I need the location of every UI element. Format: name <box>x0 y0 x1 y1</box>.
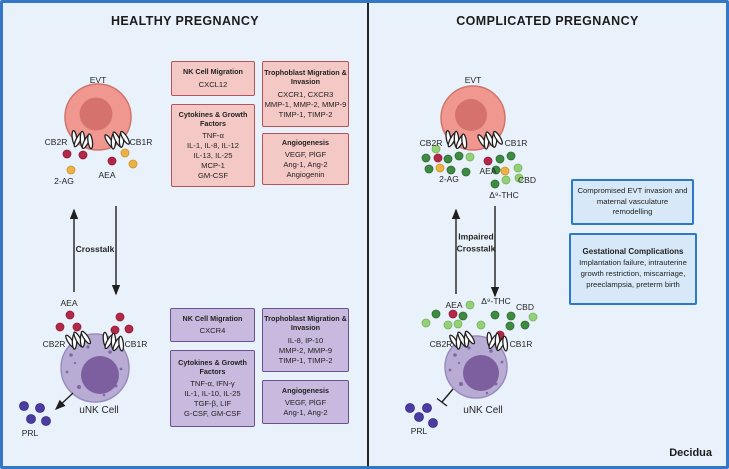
box-line: MCP-1 <box>201 161 225 171</box>
box-line: CXCR1, CXCR3 <box>277 89 334 99</box>
box-line: CXCL12 <box>198 79 228 89</box>
box-title: Cytokines & Growth Factors <box>178 109 248 128</box>
box-line: VEGF, PlGF <box>284 150 327 160</box>
box-line: IL-8, IP-10 <box>287 335 324 345</box>
box-line: IL-1, IL-8, IL-12 <box>187 141 239 151</box>
aea-dots-unk-healthy <box>55 310 134 335</box>
box-title: Trophoblast Migration & Invasion <box>264 68 347 87</box>
box-line: Ang-1, Ang-2 <box>283 408 328 418</box>
cb2r-label-evt-complicated: CB2R <box>419 137 443 148</box>
prl-secretion-arrow-healthy <box>54 392 74 410</box>
thc-label-evt-complicated: Δ⁹-THC <box>489 189 519 200</box>
unk-cell-complicated <box>444 335 508 399</box>
aea-label-unk-healthy: AEA <box>60 297 78 308</box>
cb1r-label-evt-healthy: CB1R <box>129 136 153 147</box>
box-nk-cell-migration-unk: NK Cell Migration CXCR4 <box>170 308 255 342</box>
evt-label-complicated: EVT <box>464 74 482 85</box>
box-line: TNF-α, IFN-γ <box>190 379 235 389</box>
cbd-label-evt-complicated: CBD <box>518 174 536 185</box>
cb2r-label-evt-healthy: CB2R <box>44 136 68 147</box>
thc-label-unk-complicated: Δ⁹-THC <box>481 295 511 306</box>
unk-cell-label-healthy: uNK Cell <box>79 405 119 416</box>
box-line: TNF-α <box>202 131 224 141</box>
cb1r-label-unk-healthy: CB1R <box>124 338 148 349</box>
cannabinoid-dots-unk-complicated <box>421 300 538 340</box>
impaired-crosstalk-arrows <box>451 206 500 298</box>
box-trophoblast-migration-evt: Trophoblast Migration & Invasion CXCR1, … <box>262 61 349 127</box>
box-trophoblast-migration-unk: Trophoblast Migration & Invasion IL-8, I… <box>262 308 349 372</box>
2ag-label-complicated: 2-AG <box>439 173 459 184</box>
unk-cell-label-complicated: uNK Cell <box>463 405 503 416</box>
box-line: VEGF, PlGF <box>284 398 327 408</box>
box-title: Angiogenesis <box>281 137 330 147</box>
box-nk-cell-migration-evt: NK Cell Migration CXCL12 <box>171 61 255 96</box>
box-title: Cytokines & Growth Factors <box>178 357 247 376</box>
panel-divider <box>367 3 369 466</box>
box-title: NK Cell Migration <box>183 67 243 77</box>
box-angiogenesis-unk: Angiogenesis VEGF, PlGF Ang-1, Ang-2 <box>262 380 349 424</box>
cb1r-label-evt-complicated: CB1R <box>504 137 528 148</box>
2ag-label-healthy: 2-AG <box>54 175 74 186</box>
cb2r-label-unk-healthy: CB2R <box>42 338 66 349</box>
cb1r-label-unk-complicated: CB1R <box>509 338 533 349</box>
box-gestational-complications: Gestational Complications Implantation f… <box>569 233 697 305</box>
box-line: TGF-β, LIF <box>193 399 232 409</box>
box-title: NK Cell Migration <box>182 313 243 323</box>
box-line: G-CSF, GM-CSF <box>184 409 241 419</box>
box-title: Trophoblast Migration & Invasion <box>264 314 347 333</box>
endocannabinoid-dots-evt-healthy <box>62 148 138 175</box>
cbd-label-unk-complicated: CBD <box>516 301 534 312</box>
prl-label-complicated: PRL <box>410 425 428 436</box>
box-line: IL-13, IL-25 <box>193 151 233 161</box>
box-line: Angiogenin <box>286 170 325 180</box>
box-compromised-evt-invasion: Compromised EVT invasion and maternal va… <box>571 179 694 225</box>
crosstalk-label: Crosstalk <box>75 243 115 254</box>
box-cytokines-evt: Cytokines & Growth Factors TNF-α IL-1, I… <box>171 104 255 187</box>
box-title: Angiogenesis <box>281 385 330 395</box>
aea-label-unk-complicated: AEA <box>445 299 463 310</box>
box-line: TIMP-1, TIMP-2 <box>278 355 333 365</box>
box-line: GM-CSF <box>198 171 228 181</box>
prl-label-healthy: PRL <box>21 427 39 438</box>
impaired-crosstalk-label: Impaired Crosstalk <box>456 231 496 254</box>
unk-cell-healthy <box>60 333 130 403</box>
diagram-artwork <box>19 83 538 428</box>
aea-label-evt-healthy: AEA <box>98 169 116 180</box>
complicated-pregnancy-title: COMPLICATED PREGNANCY <box>456 14 639 28</box>
box-line: MMP-2, MMP-9 <box>278 345 333 355</box>
evt-label-healthy: EVT <box>89 74 107 85</box>
box-line: MMP-1, MMP-2, MMP-9 <box>264 99 347 109</box>
box-line: CXCR4 <box>199 326 226 336</box>
box-line: Ang-1, Ang-2 <box>283 160 328 170</box>
cannabinoid-dots-evt-complicated <box>421 144 524 189</box>
box-body: Implantation failure, intrauterine growt… <box>579 258 687 290</box>
box-line: TIMP-1, TIMP-2 <box>278 109 333 119</box>
box-angiogenesis-evt: Angiogenesis VEGF, PlGF Ang-1, Ang-2 Ang… <box>262 133 349 185</box>
aea-label-evt-complicated: AEA <box>479 165 497 176</box>
prl-dots-complicated <box>405 403 438 428</box>
prl-dots-healthy <box>19 401 51 426</box>
crosstalk-arrows-healthy <box>69 206 121 296</box>
cb2r-label-unk-complicated: CB2R <box>429 338 453 349</box>
box-cytokines-unk: Cytokines & Growth Factors TNF-α, IFN-γ … <box>170 350 255 427</box>
prl-inhibition-bar <box>436 388 454 407</box>
box-title: Gestational Complications <box>582 246 684 256</box>
box-line: IL-1, IL-10, IL-25 <box>184 389 241 399</box>
decidua-label: Decidua <box>669 447 712 459</box>
box-body: Compromised EVT invasion and maternal va… <box>577 185 688 217</box>
healthy-pregnancy-title: HEALTHY PREGNANCY <box>110 14 260 28</box>
